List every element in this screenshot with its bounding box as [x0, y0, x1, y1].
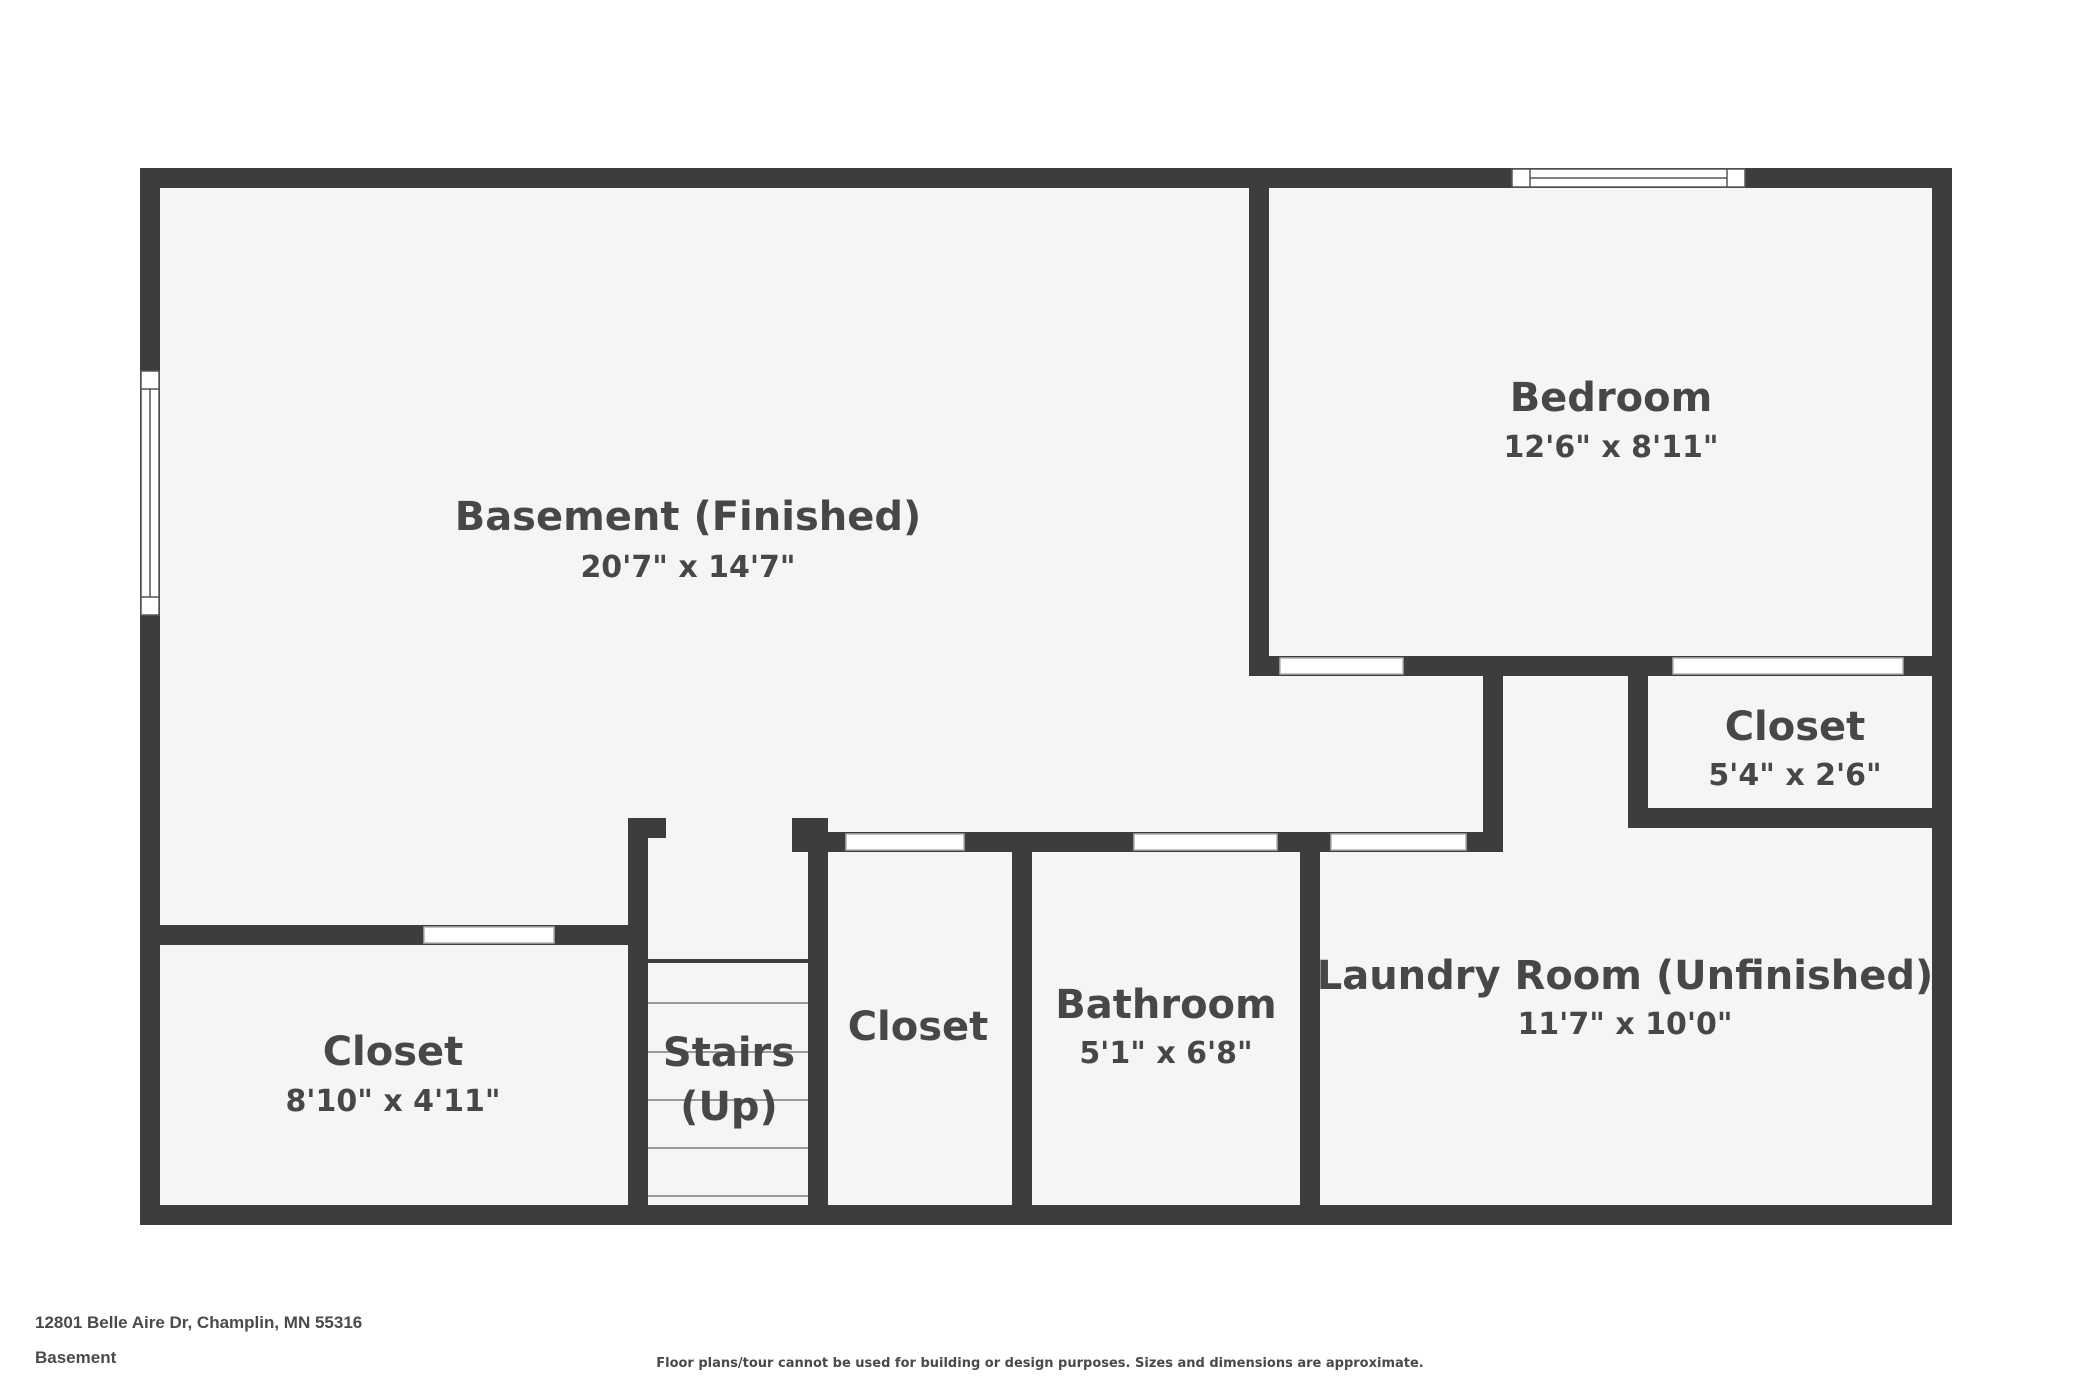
closet-left-name: Closet: [323, 1029, 464, 1075]
door-bathroom: [1133, 833, 1278, 851]
floor-level-label: Basement: [35, 1348, 117, 1367]
laundry-name: Laundry Room (Unfinished): [1317, 953, 1934, 999]
wall-bottom: [140, 1205, 1952, 1225]
bedroom-name: Bedroom: [1510, 375, 1713, 421]
wall-left: [140, 168, 160, 1225]
wall-closet-middle-left: [808, 832, 828, 1217]
basement-dims: 20'7" x 14'7": [580, 550, 795, 585]
wall-stairs-left-stub: [628, 818, 666, 838]
wall-right: [1932, 168, 1952, 1225]
windows: [140, 168, 1746, 616]
disclaimer-text: Floor plans/tour cannot be used for buil…: [656, 1356, 1424, 1371]
door-closet-right: [1672, 657, 1904, 675]
wall-closet-right-bottom: [1628, 808, 1944, 828]
door-bedroom: [1279, 657, 1404, 675]
closet-right-name: Closet: [1725, 704, 1866, 750]
closet-left-dims: 8'10" x 4'11": [285, 1084, 500, 1119]
window-bedroom: [1511, 168, 1746, 188]
bathroom-name: Bathroom: [1055, 982, 1276, 1028]
doors: [423, 657, 1904, 944]
basement-name: Basement (Finished): [455, 494, 922, 540]
laundry-dims: 11'7" x 10'0": [1517, 1007, 1732, 1042]
bedroom-dims: 12'6" x 8'11": [1503, 430, 1718, 465]
address-text: 12801 Belle Aire Dr, Champlin, MN 55316: [35, 1313, 363, 1332]
closet-right-dims: 5'4" x 2'6": [1708, 758, 1881, 793]
stairs-label-line2: (Up): [680, 1084, 778, 1130]
wall-stairs-left: [628, 818, 648, 1217]
wall-corridor-right: [1628, 668, 1648, 828]
room-labels: Basement (Finished) 20'7" x 14'7" Bedroo…: [285, 375, 1933, 1130]
wall-bedroom-left: [1249, 176, 1269, 676]
stairs-label-line1: Stairs: [663, 1030, 795, 1076]
stair-treads: [648, 959, 808, 1197]
wall-laundry-left: [1300, 842, 1320, 1217]
wall-top: [140, 168, 1952, 188]
door-laundry: [1330, 833, 1467, 851]
wall-closet-left-top: [148, 925, 648, 945]
wall-corridor-left: [1483, 668, 1503, 852]
door-closet-middle: [845, 833, 965, 851]
window-basement: [140, 370, 160, 616]
wall-bathroom-left: [1012, 842, 1032, 1217]
bathroom-dims: 5'1" x 6'8": [1079, 1036, 1252, 1071]
door-closet-left: [423, 926, 555, 944]
closet-middle-name: Closet: [848, 1004, 989, 1050]
